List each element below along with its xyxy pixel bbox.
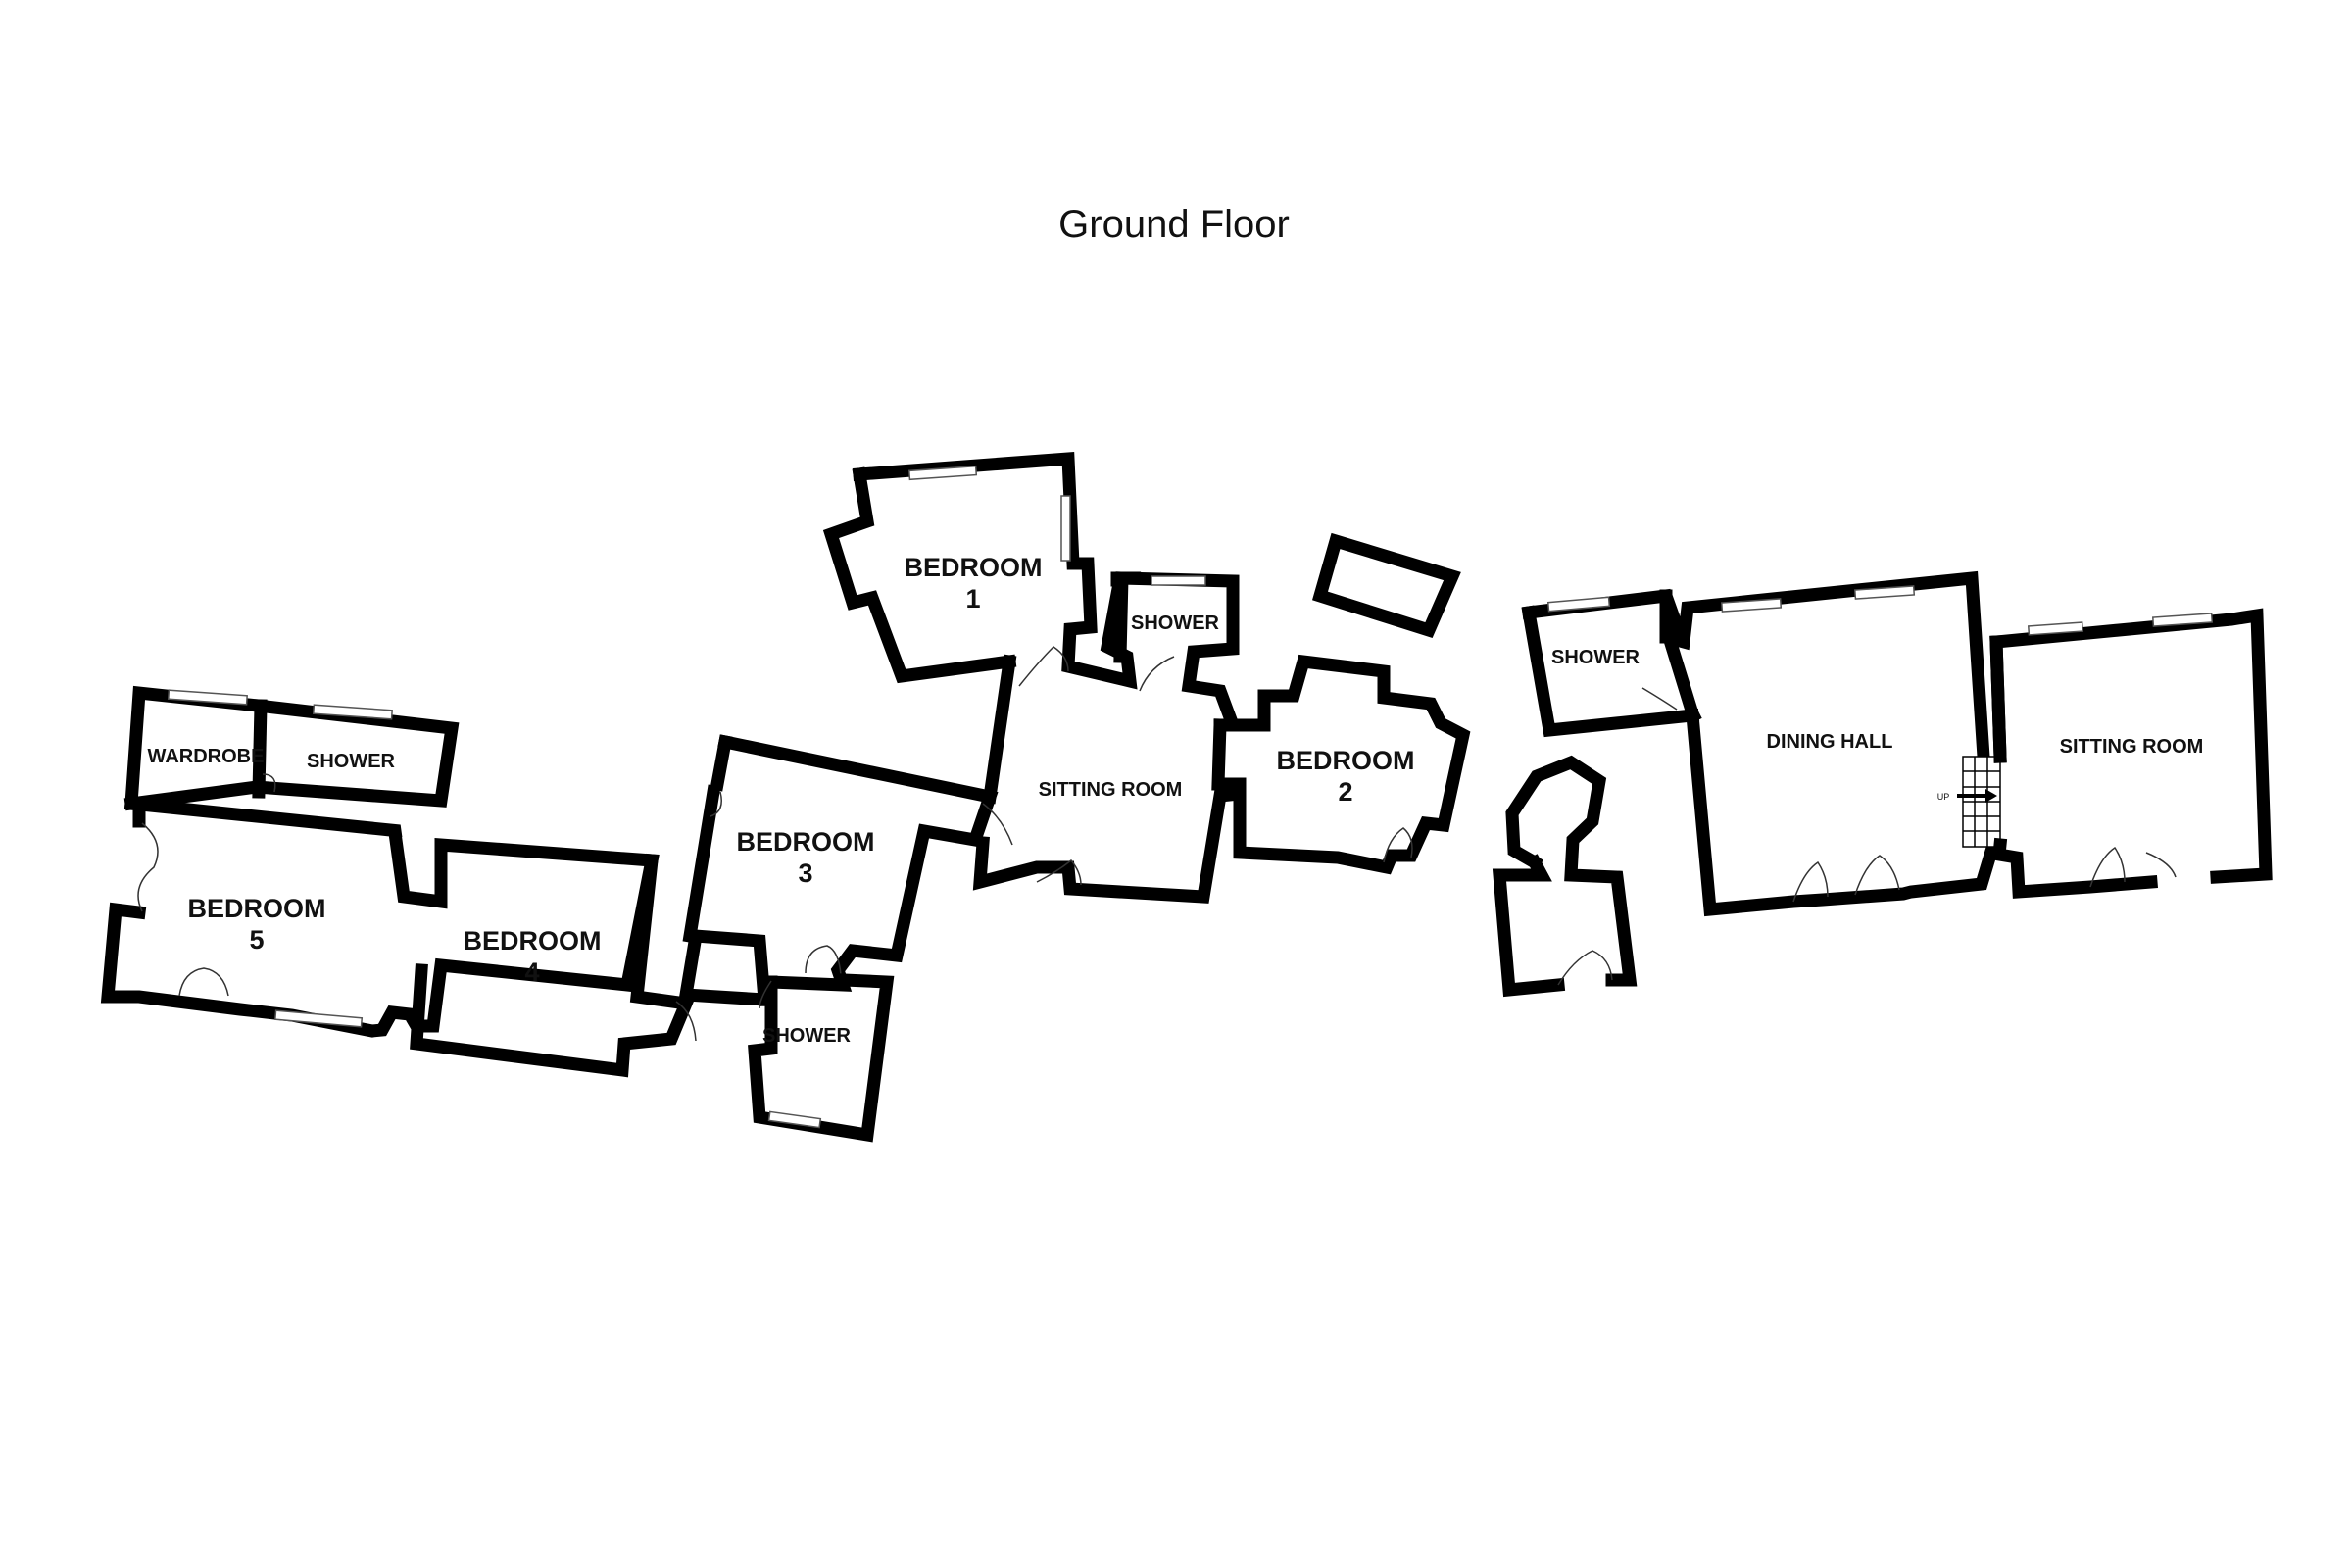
shower-west-label: SHOWER bbox=[307, 751, 396, 772]
floor-title: Ground Floor bbox=[1058, 203, 1290, 246]
wardrobe-label: WARDROBE bbox=[148, 746, 265, 767]
dining-hall-label: DINING HALL bbox=[1767, 731, 1893, 753]
shower-north-label: SHOWER bbox=[1131, 612, 1220, 634]
sitting-room-east-label: SITTING ROOM bbox=[2060, 736, 2204, 758]
shower-north bbox=[1110, 571, 1243, 732]
bedroom-3 bbox=[678, 734, 999, 1007]
sitting-room-east bbox=[1989, 608, 2273, 899]
bedroom-4 bbox=[410, 853, 697, 1078]
sitting-room-central-label: SITTING ROOM bbox=[1039, 779, 1183, 801]
dining-hall bbox=[1659, 570, 2000, 917]
bedroom-2 bbox=[1233, 654, 1471, 875]
sitting-room-central bbox=[972, 654, 1247, 904]
shower-east-label: SHOWER bbox=[1551, 647, 1641, 668]
outbuilding-block bbox=[1312, 532, 1461, 638]
bedroom-1 bbox=[822, 452, 1138, 690]
stair-up-label: UP bbox=[1937, 792, 1950, 802]
staircase[interactable] bbox=[1957, 756, 2001, 848]
shower-south-label: SHOWER bbox=[762, 1025, 852, 1047]
shower-south bbox=[748, 973, 895, 1143]
wardrobe-shower-block bbox=[123, 685, 460, 811]
octagon-outbuilding bbox=[1492, 755, 1638, 998]
